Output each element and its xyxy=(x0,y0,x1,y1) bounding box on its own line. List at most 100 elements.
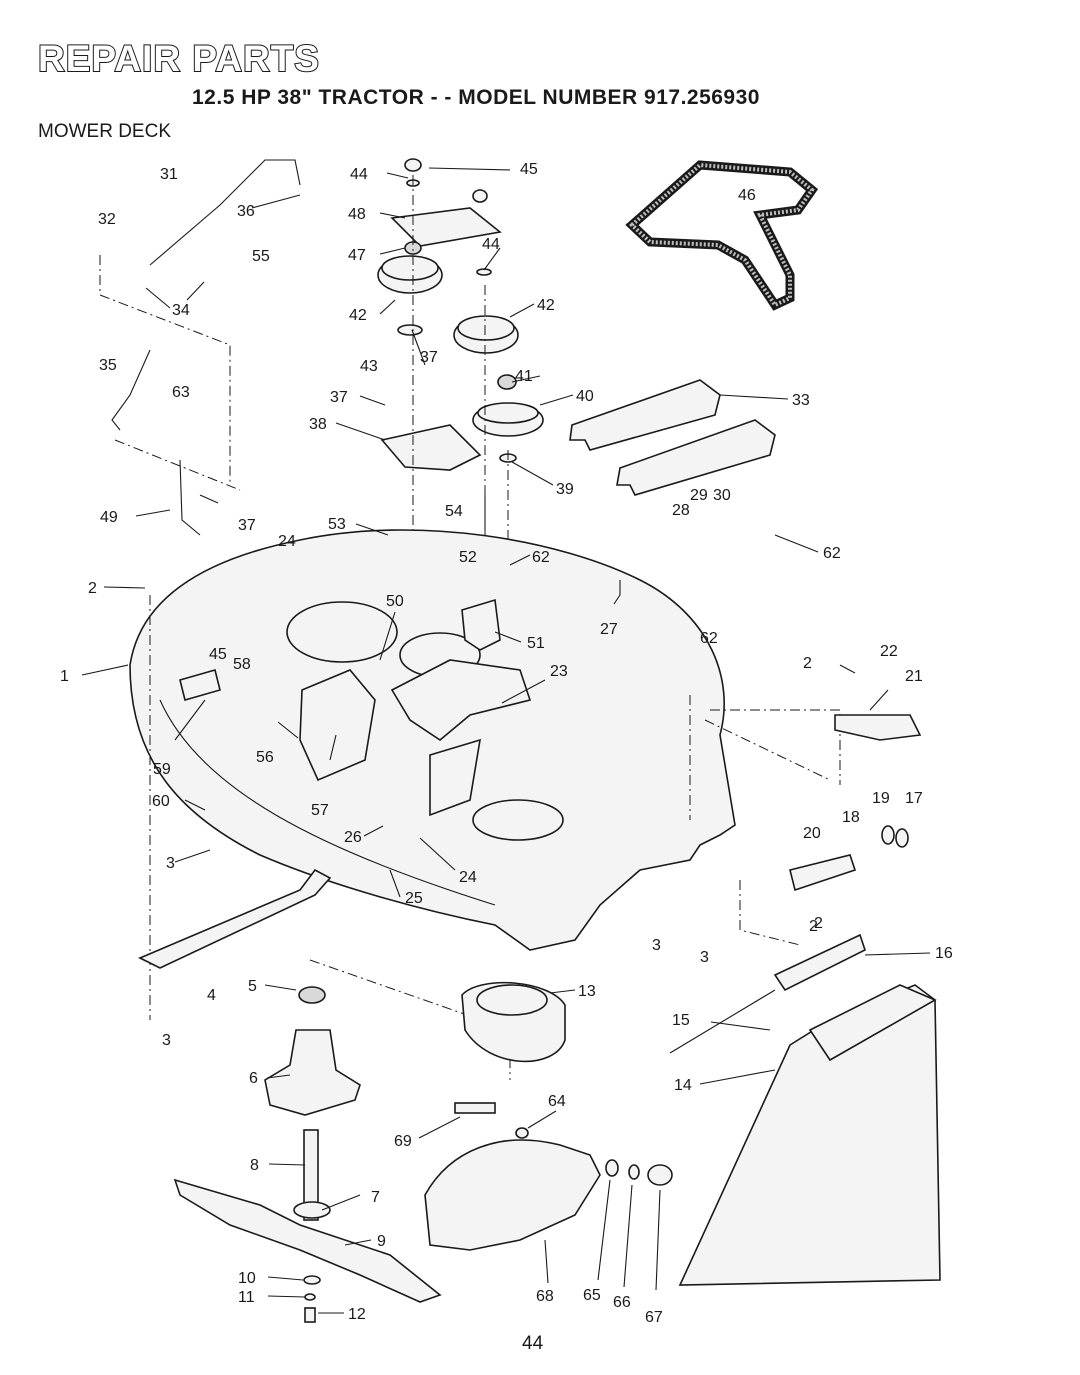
callout-62: 62 xyxy=(700,630,718,647)
callout-64: 64 xyxy=(548,1093,566,1110)
callout-2: 2 xyxy=(88,580,97,597)
callout-32: 32 xyxy=(98,211,116,228)
callout-20: 20 xyxy=(803,825,821,842)
leader-lines xyxy=(81,167,931,1314)
callout-12: 12 xyxy=(348,1306,366,1323)
callout-39: 39 xyxy=(556,481,574,498)
callout-59: 59 xyxy=(153,761,171,778)
callout-69: 69 xyxy=(394,1133,412,1150)
callout-56: 56 xyxy=(256,749,274,766)
callout-4: 4 xyxy=(207,987,216,1004)
callout-11: 11 xyxy=(238,1289,255,1306)
callout-58: 58 xyxy=(233,656,251,673)
callout-2: 2 xyxy=(814,915,823,932)
callout-28: 28 xyxy=(672,502,690,519)
callout-3: 3 xyxy=(652,937,661,954)
model-subtitle: 12.5 HP 38" TRACTOR - - MODEL NUMBER 917… xyxy=(192,86,760,109)
callout-67: 67 xyxy=(645,1309,663,1326)
chute-assembly xyxy=(669,714,922,1054)
callout-13: 13 xyxy=(578,983,596,1000)
callout-18: 18 xyxy=(842,809,860,826)
callout-37: 37 xyxy=(420,349,438,366)
callout-23: 23 xyxy=(550,663,568,680)
callout-24: 24 xyxy=(278,533,296,550)
callout-52: 52 xyxy=(459,549,477,566)
callout-33: 33 xyxy=(792,392,810,409)
callout-60: 60 xyxy=(152,793,170,810)
callout-7: 7 xyxy=(371,1189,380,1206)
page-title: REPAIR PARTS xyxy=(37,37,320,80)
callout-53: 53 xyxy=(328,516,346,533)
callout-51: 51 xyxy=(527,635,545,652)
callout-19: 19 xyxy=(872,790,890,807)
callout-15: 15 xyxy=(672,1012,690,1029)
callout-66: 66 xyxy=(613,1294,631,1311)
callout-41: 41 xyxy=(515,368,533,385)
callout-35: 35 xyxy=(99,357,117,374)
grass-bag xyxy=(678,984,941,1286)
callout-3: 3 xyxy=(166,855,175,872)
callout-49: 49 xyxy=(100,509,118,526)
stabilizer-bar xyxy=(138,868,332,969)
callout-24: 24 xyxy=(459,869,477,886)
callout-10: 10 xyxy=(238,1270,256,1287)
callout-46: 46 xyxy=(738,187,756,204)
callout-47: 47 xyxy=(348,247,366,264)
callout-36: 36 xyxy=(237,203,255,220)
callout-34: 34 xyxy=(172,302,190,319)
callout-48: 48 xyxy=(348,206,366,223)
page-number: 44 xyxy=(522,1333,544,1354)
callout-44: 44 xyxy=(482,236,500,253)
callout-37: 37 xyxy=(330,389,348,406)
callout-63: 63 xyxy=(172,384,190,401)
callout-22: 22 xyxy=(880,643,898,660)
callout-26: 26 xyxy=(344,829,362,846)
callout-5: 5 xyxy=(248,978,257,995)
callout-42: 42 xyxy=(537,297,555,314)
callout-42: 42 xyxy=(349,307,367,324)
callout-45: 45 xyxy=(520,161,538,178)
spindle-stack xyxy=(173,986,442,1323)
callout-40: 40 xyxy=(576,388,594,405)
callout-30: 30 xyxy=(713,487,731,504)
mandrel-cover xyxy=(461,981,566,1063)
callout-43: 43 xyxy=(360,358,378,375)
callout-17: 17 xyxy=(905,790,923,807)
callout-50: 50 xyxy=(386,593,404,610)
callout-9: 9 xyxy=(377,1233,386,1250)
callout-57: 57 xyxy=(311,802,329,819)
callout-3: 3 xyxy=(700,949,709,966)
deck-housing xyxy=(129,529,736,951)
callout-62: 62 xyxy=(823,545,841,562)
callout-62: 62 xyxy=(532,549,550,566)
callout-14: 14 xyxy=(674,1077,692,1094)
callout-1: 1 xyxy=(60,668,69,685)
deck-guides xyxy=(149,595,841,1080)
callout-55: 55 xyxy=(252,248,270,265)
callout-27: 27 xyxy=(600,621,618,638)
callout-8: 8 xyxy=(250,1157,259,1174)
callout-labels: 1 2 2 2 2 3 3 3 3 4 5 6 7 8 9 10 11 12 1… xyxy=(60,161,953,1326)
callout-25: 25 xyxy=(405,890,423,907)
callout-2: 2 xyxy=(809,918,818,935)
callout-29: 29 xyxy=(690,487,708,504)
callout-21: 21 xyxy=(905,668,923,685)
lift-rods xyxy=(99,159,301,536)
callout-54: 54 xyxy=(445,503,463,520)
callout-2: 2 xyxy=(803,655,812,672)
callout-38: 38 xyxy=(309,416,327,433)
callout-44: 44 xyxy=(350,166,368,183)
callout-6: 6 xyxy=(249,1070,258,1087)
callout-31: 31 xyxy=(160,166,178,183)
callout-16: 16 xyxy=(935,945,953,962)
section-heading: MOWER DECK xyxy=(38,121,171,142)
callout-45: 45 xyxy=(209,646,227,663)
callout-3: 3 xyxy=(162,1032,171,1049)
lift-links xyxy=(569,379,776,496)
chute-deflector xyxy=(424,1102,673,1251)
callout-65: 65 xyxy=(583,1287,601,1304)
drive-belt xyxy=(625,160,819,311)
callout-37: 37 xyxy=(238,517,256,534)
callout-68: 68 xyxy=(536,1288,554,1305)
